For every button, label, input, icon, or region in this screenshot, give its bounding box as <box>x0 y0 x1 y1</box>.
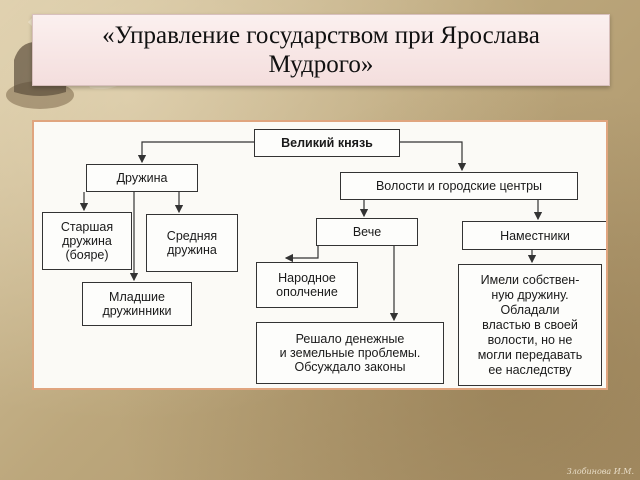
edge-grand-prince-druzhina <box>137 141 254 164</box>
author-watermark: Злобинова И.М. <box>566 467 634 476</box>
node-senior-druzhina: Старшая дружина (бояре) <box>42 212 132 270</box>
node-grand-prince: Великий князь <box>254 129 400 157</box>
node-druzhina: Дружина <box>86 164 198 192</box>
slide-title: «Управление государством при Ярослава Му… <box>102 22 540 78</box>
node-junior-druzhina: Младшие дружинники <box>82 282 192 326</box>
node-middle-druzhina: Средняя дружина <box>146 214 238 272</box>
node-volosts: Волости и городские центры <box>340 172 578 200</box>
node-veche: Вече <box>316 218 418 246</box>
edge-veche-militia <box>284 246 319 263</box>
connector-lines <box>79 141 543 322</box>
node-namestniki-role: Имели собствен- ную дружину. Обладали вл… <box>458 264 602 386</box>
edge-grand-prince-volosts <box>400 141 467 172</box>
title-banner: «Управление государством при Ярослава Му… <box>32 14 610 86</box>
node-militia: Народное ополчение <box>256 262 358 308</box>
node-veche-role: Решало денежные и земельные проблемы. Об… <box>256 322 444 384</box>
node-namestniki: Наместники <box>462 221 606 250</box>
hierarchy-diagram: Великий князь Дружина Волости и городски… <box>32 120 608 390</box>
